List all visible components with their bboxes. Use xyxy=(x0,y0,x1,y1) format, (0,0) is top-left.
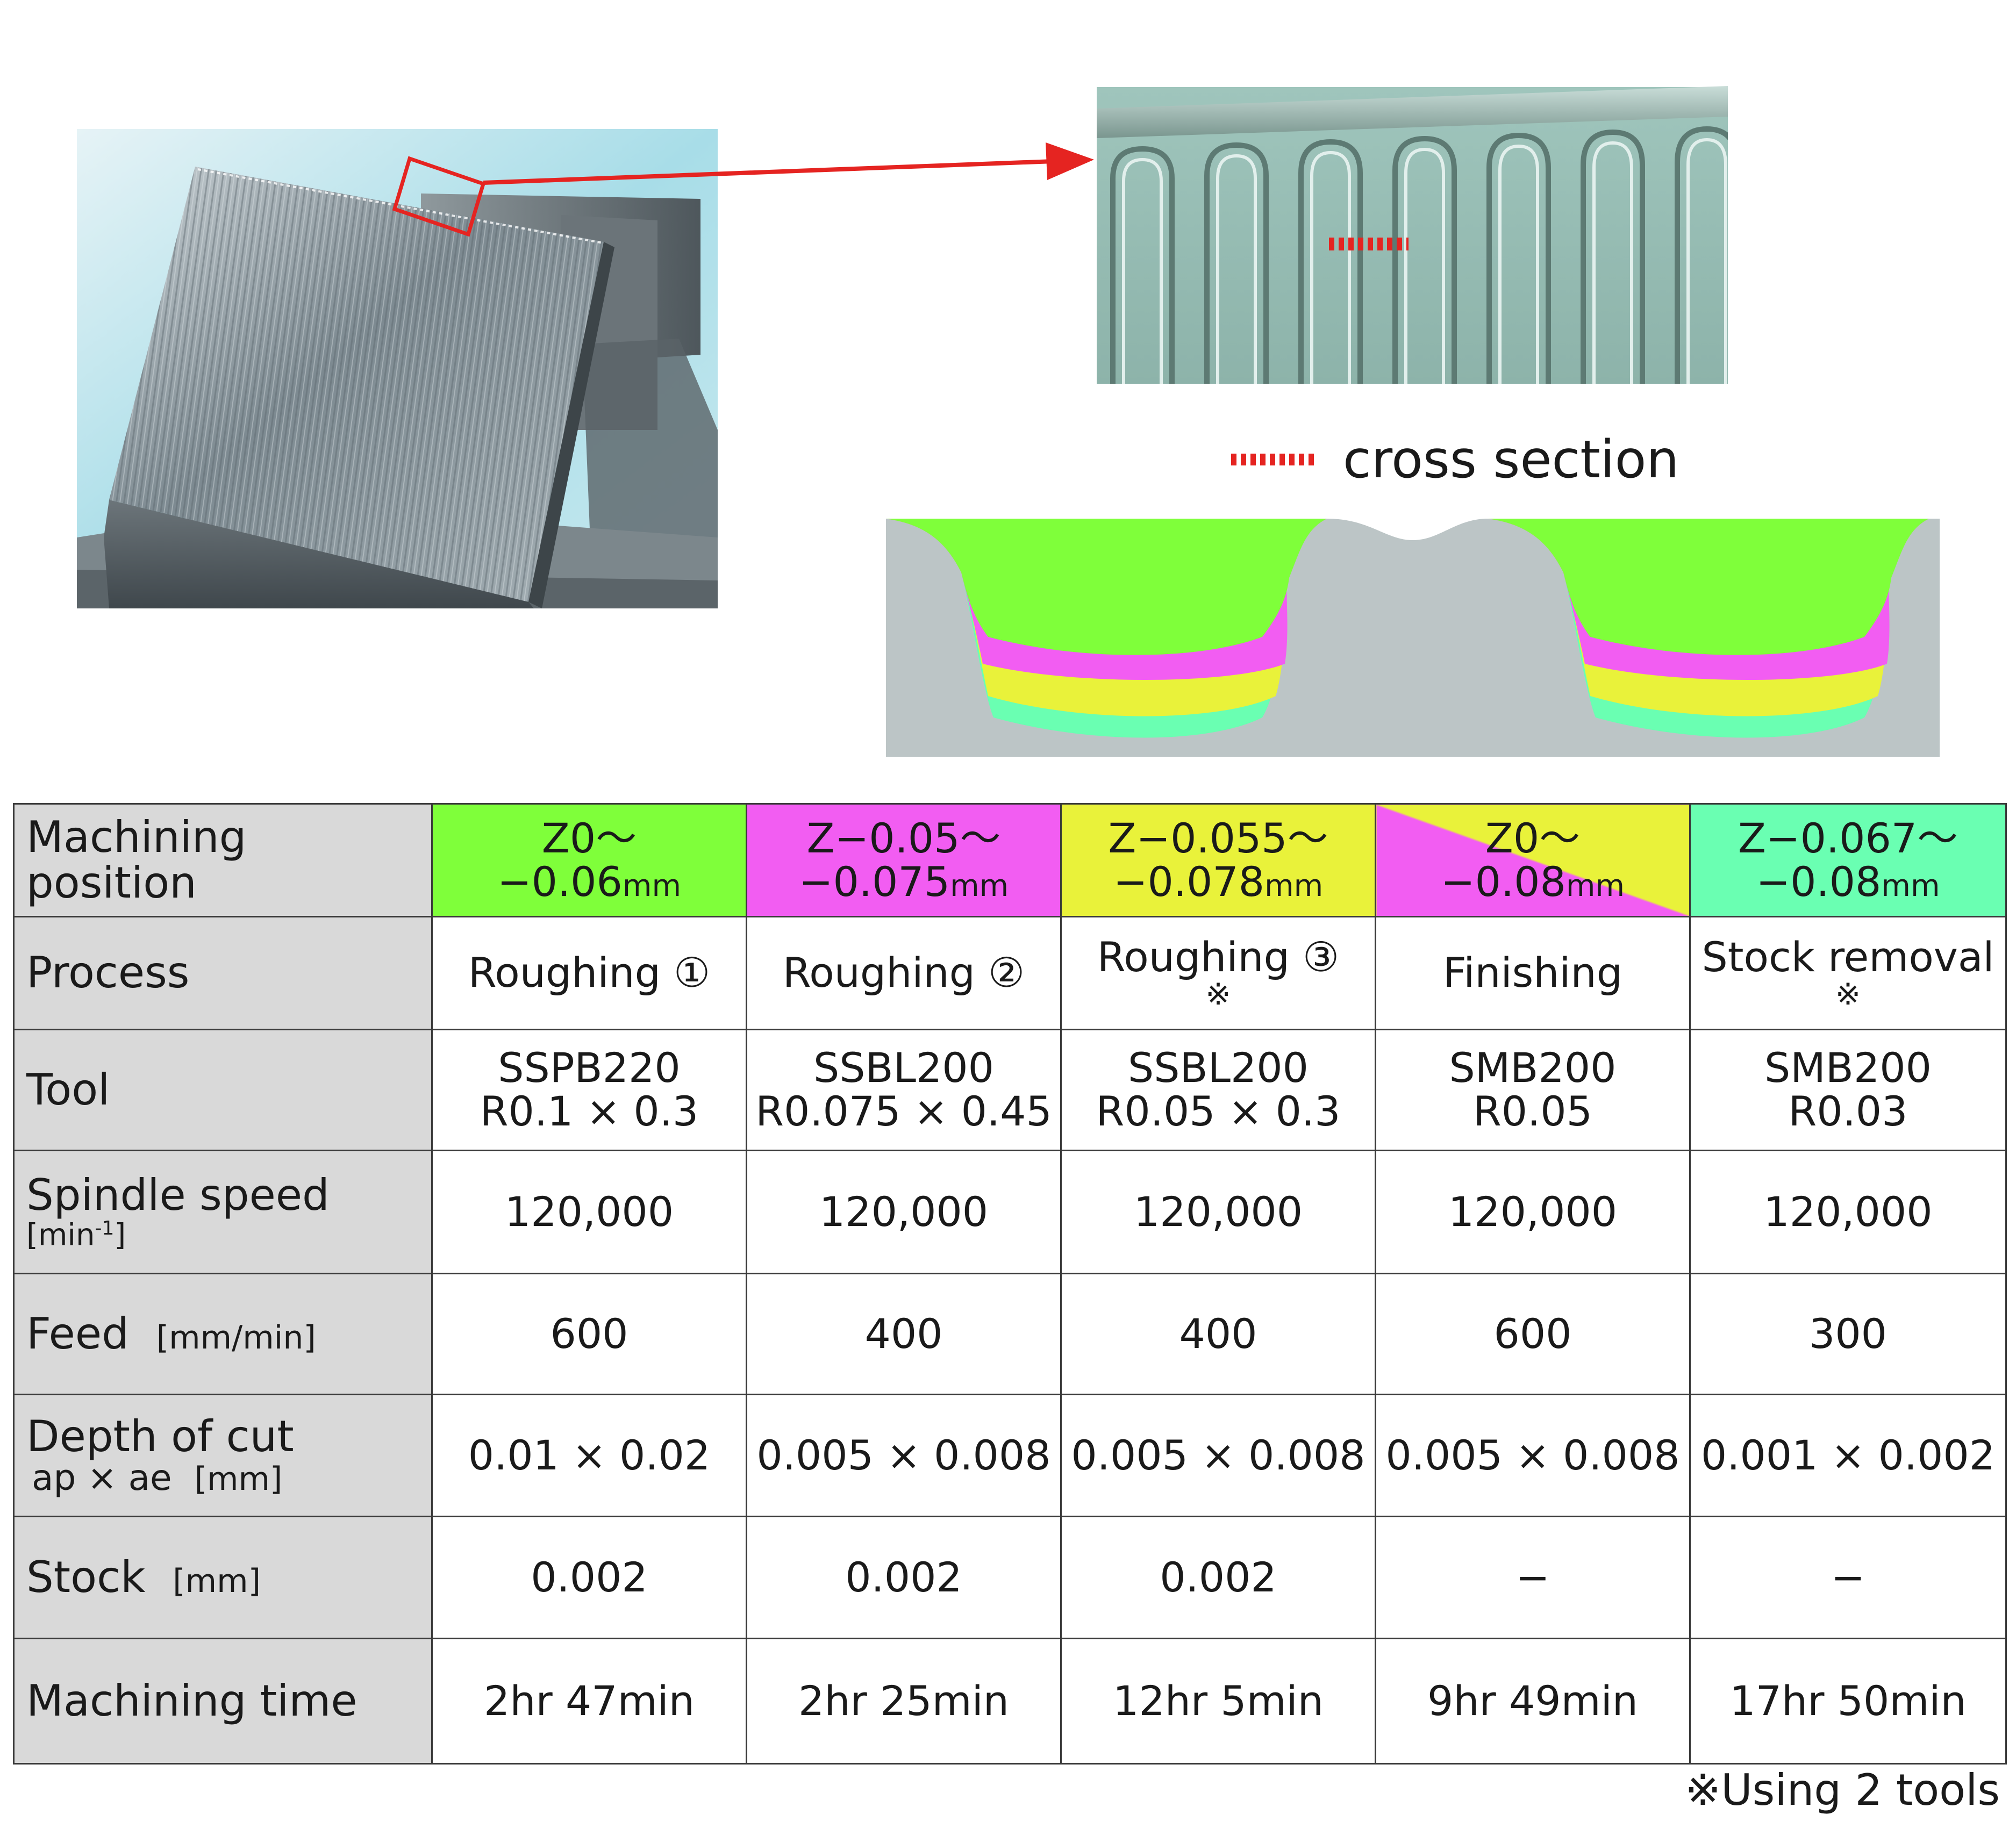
spindle-cell: 120,000 xyxy=(746,1150,1062,1274)
stock-cell: 0.002 xyxy=(746,1516,1062,1639)
position-cell: Z0～ −0.06mm xyxy=(431,803,747,917)
row-machining-position: Machining position Z0～ −0.06mm Z−0.05～ −… xyxy=(13,803,2007,917)
depth-cell: 0.001 × 0.002 xyxy=(1689,1394,2007,1517)
spindle-cell: 120,000 xyxy=(1060,1150,1376,1274)
time-cell: 2hr 47min xyxy=(431,1638,747,1765)
time-cell: 12hr 5min xyxy=(1060,1638,1376,1765)
row-label: Stock [mm] xyxy=(13,1516,433,1639)
cross-section-legend: cross section xyxy=(1231,429,1679,490)
row-label: Tool xyxy=(13,1029,433,1151)
feed-cell: 300 xyxy=(1689,1273,2007,1395)
feed-cell: 400 xyxy=(746,1273,1062,1395)
row-depth-of-cut: Depth of cut ap × ae [mm] 0.01 × 0.02 0.… xyxy=(13,1394,2007,1517)
groove-profile-left xyxy=(886,519,1327,738)
machining-conditions-table: Machining position Z0～ −0.06mm Z−0.05～ −… xyxy=(13,803,2007,1765)
workpiece-photo xyxy=(77,129,718,608)
groove-profile-right xyxy=(1488,519,1929,738)
position-cell: Z−0.055～ −0.078mm xyxy=(1060,803,1376,917)
depth-cell: 0.005 × 0.008 xyxy=(1060,1394,1376,1517)
stock-cell: − xyxy=(1689,1516,2007,1639)
time-cell: 9hr 49min xyxy=(1375,1638,1691,1765)
legend-label: cross section xyxy=(1343,429,1679,490)
spindle-cell: 120,000 xyxy=(1375,1150,1691,1274)
row-feed: Feed [mm/min] 600 400 400 600 300 xyxy=(13,1273,2007,1395)
feed-cell: 600 xyxy=(431,1273,747,1395)
red-dash-marker-icon xyxy=(1231,454,1317,465)
position-cell: Z0～ −0.08mm xyxy=(1375,803,1691,917)
stock-cell: 0.002 xyxy=(1060,1516,1376,1639)
feed-cell: 600 xyxy=(1375,1273,1691,1395)
depth-cell: 0.01 × 0.02 xyxy=(431,1394,747,1517)
row-stock: Stock [mm] 0.002 0.002 0.002 − − xyxy=(13,1516,2007,1639)
process-cell: Roughing ② xyxy=(746,916,1062,1030)
row-label: Process xyxy=(13,916,433,1030)
footnote: ※Using 2 tools xyxy=(1685,1765,2000,1815)
spindle-cell: 120,000 xyxy=(1689,1150,2007,1274)
stock-cell: 0.002 xyxy=(431,1516,747,1639)
depth-cell: 0.005 × 0.008 xyxy=(1375,1394,1691,1517)
groove-illustration xyxy=(1097,23,1728,384)
depth-cell: 0.005 × 0.008 xyxy=(746,1394,1062,1517)
process-cell: Roughing ③※ xyxy=(1060,916,1376,1030)
process-cell: Stock removal※ xyxy=(1689,916,2007,1030)
spindle-cell: 120,000 xyxy=(431,1150,747,1274)
process-cell: Finishing xyxy=(1375,916,1691,1030)
cross-section-diagram xyxy=(886,519,1940,757)
row-label: Machining position xyxy=(13,803,433,917)
position-cell: Z−0.067～ −0.08mm xyxy=(1689,803,2007,917)
workpiece-illustration xyxy=(77,129,718,608)
stock-cell: − xyxy=(1375,1516,1691,1639)
row-label: Machining time xyxy=(13,1638,433,1765)
time-cell: 17hr 50min xyxy=(1689,1638,2007,1765)
feed-cell: 400 xyxy=(1060,1273,1376,1395)
row-label: Depth of cut ap × ae [mm] xyxy=(13,1394,433,1517)
position-cell: Z−0.05～ −0.075mm xyxy=(746,803,1062,917)
row-label: Feed [mm/min] xyxy=(13,1273,433,1395)
row-process: Process Roughing ① Roughing ② Roughing ③… xyxy=(13,916,2007,1030)
process-cell: Roughing ① xyxy=(431,916,747,1030)
time-cell: 2hr 25min xyxy=(746,1638,1062,1765)
row-spindle-speed: Spindle speed [min-1] 120,000 120,000 12… xyxy=(13,1150,2007,1274)
row-machining-time: Machining time 2hr 47min 2hr 25min 12hr … xyxy=(13,1638,2007,1765)
magnified-groove-photo xyxy=(1097,23,1728,384)
row-label: Spindle speed [min-1] xyxy=(13,1150,433,1274)
